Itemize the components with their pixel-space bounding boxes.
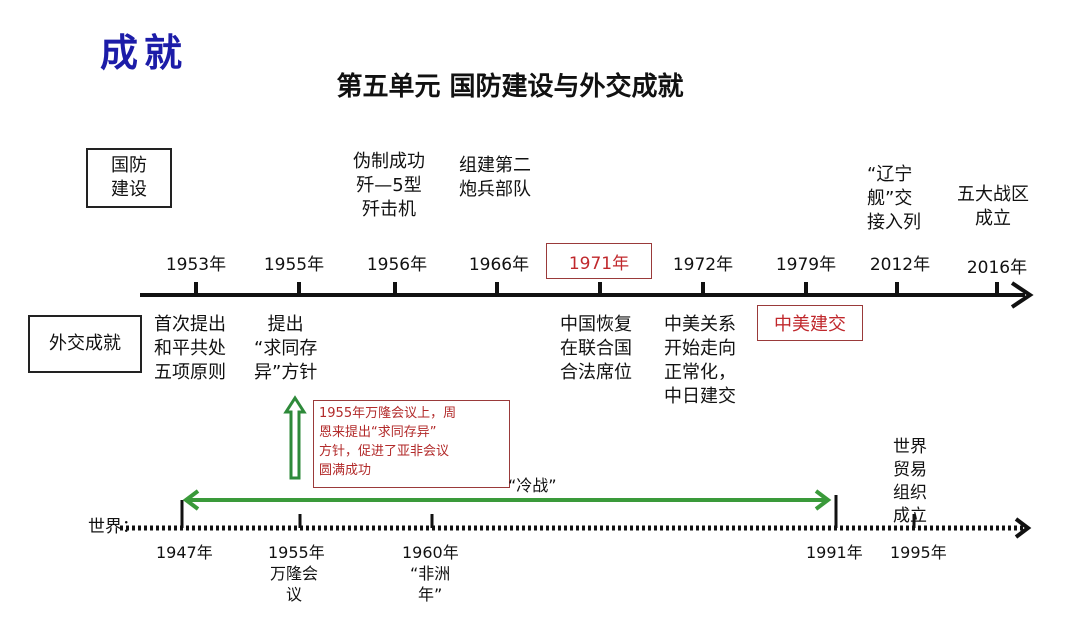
year-label: 1979年 [775,255,837,275]
defense-event-1956: 伪制成功 歼—5型 歼击机 [353,151,425,220]
world-year-1995: 1995年 [890,543,947,562]
defense-event-2012: “辽宁 舰”交 接入列 [867,164,921,233]
year-label: 1972年 [672,255,734,275]
world-event-1995: 世界 贸易 组织 成立 [893,437,927,526]
world-event-1955: 万隆会 议 [270,564,319,604]
year-label: 1953年 [165,255,227,275]
defense-event-1966: 组建第二 炮兵部队 [459,155,531,200]
world-year-1991: 1991年 [806,543,863,562]
main-ticks [194,282,999,295]
year-label: 2016年 [966,258,1028,278]
world-event-1960: “非洲 年” [410,564,451,604]
diplomacy-event-1979-highlighted: 中美建交 [757,305,863,341]
cold-war-label: “冷战” [508,476,557,495]
diplomacy-category-box: 外交成就 [28,315,142,373]
cold-war-arrow [182,489,832,511]
diplomacy-event-1972: 中美关系 开始走向 正常化， 中日建交 [664,314,736,407]
diplomacy-event-1971: 中国恢复 在联合国 合法席位 [560,314,632,383]
world-category-label: 世界： [88,517,139,537]
year-label: 1955年 [263,255,325,275]
main-axis-arrowhead [1010,281,1034,309]
year-label: 1956年 [366,255,428,275]
diplomacy-event-1955: 提出 “求同存 异”方针 [254,314,318,383]
year-label: 1966年 [468,255,530,275]
page-subtitle: 第五单元 国防建设与外交成就 [336,72,684,102]
year-label-highlighted: 1971年 [546,243,652,279]
world-year-1947: 1947年 [156,543,213,562]
defense-event-2016: 五大战区 成立 [957,184,1029,229]
defense-category-box: 国防 建设 [86,148,172,208]
hollow-up-arrow [283,395,307,480]
world-year-1960: 1960年 [402,543,459,562]
diplomacy-event-1953: 首次提出 和平共处 五项原则 [154,314,226,383]
world-year-1955: 1955年 [268,543,325,562]
world-axis-arrowhead [1014,517,1032,539]
page-heading: 成就 [100,31,189,75]
year-label: 2012年 [869,255,931,275]
bandung-note-box: 1955年万隆会议上，周 恩来提出“求同存异” 方针，促进了亚非会议 圆满成功 [313,400,510,488]
